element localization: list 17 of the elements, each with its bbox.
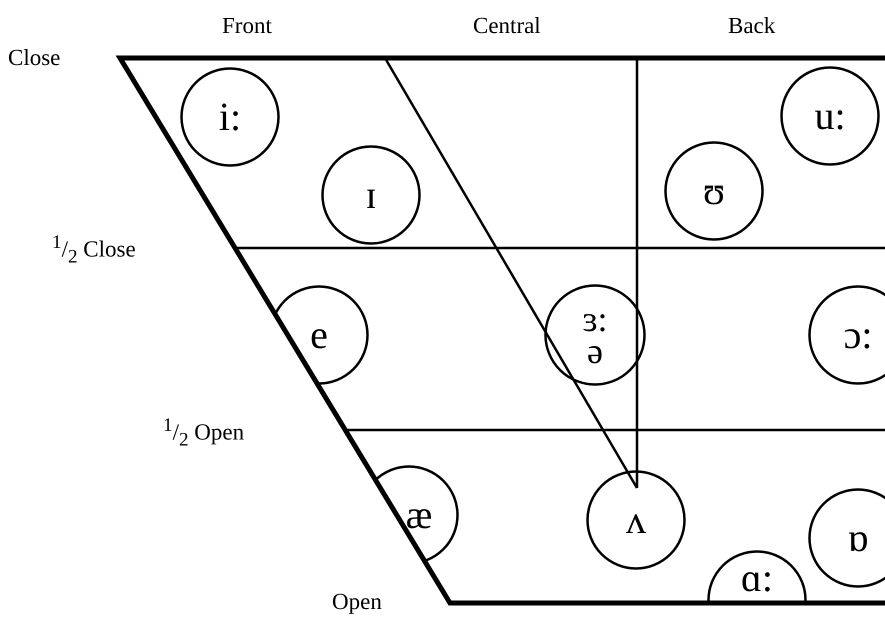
- phonetic-symbol: e: [309, 315, 329, 355]
- phonetic-symbol: ɒ: [846, 518, 870, 558]
- phonetic-symbol: ɔ:: [842, 315, 874, 355]
- row-label: $^{1}$/$_{2}$ Open: [163, 416, 244, 450]
- phonetic-symbol: u:: [813, 96, 847, 136]
- column-label: Front: [222, 14, 272, 37]
- phonetic-symbol: ʌ: [625, 500, 647, 540]
- column-label: Back: [728, 14, 776, 37]
- row-label: Close: [8, 46, 60, 69]
- column-label: Central: [473, 14, 541, 37]
- phonetic-symbol: ɪ: [364, 175, 378, 215]
- row-label: $^{1}$/$_{2}$ Close: [52, 233, 136, 266]
- phonetic-symbol: ʊ: [702, 171, 726, 211]
- phonetic-symbol: i:: [218, 97, 242, 137]
- row-label: Open: [332, 590, 382, 613]
- phonetic-symbol: ɑ:: [740, 558, 774, 598]
- phonetic-symbol: æ: [404, 495, 434, 535]
